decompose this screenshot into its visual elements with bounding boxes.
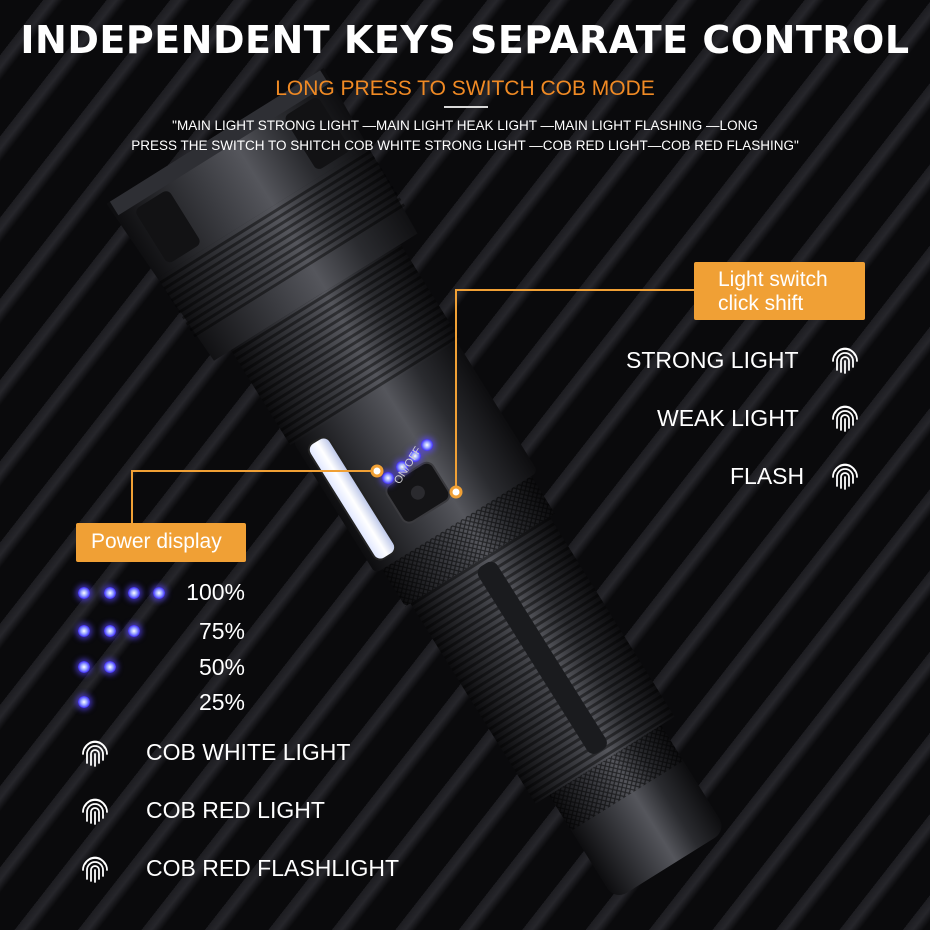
led-dot-icon (153, 587, 165, 599)
power-level-label: 75% (198, 618, 245, 644)
led-dot-icon (78, 696, 90, 708)
power-display-marker (370, 464, 384, 478)
led-dot-icon (78, 661, 90, 673)
mode-sequence-note: "MAIN LIGHT STRONG LIGHT —MAIN LIGHT HEA… (120, 116, 810, 156)
mode-strong-light: STRONG LIGHT (626, 347, 799, 373)
led-dot-icon (104, 587, 116, 599)
power-level-label: 100% (186, 579, 245, 605)
light-switch-callout-line-2: click shift (718, 292, 804, 315)
fingerprint-icon (832, 347, 858, 374)
fingerprint-icon (832, 463, 858, 490)
subheading-divider (444, 106, 488, 108)
light-switch-leader (455, 289, 694, 492)
flashlight-led-1 (382, 472, 394, 484)
led-dot-icon (128, 625, 140, 637)
fingerprint-icon (832, 405, 858, 432)
fingerprint-icon (82, 856, 108, 883)
fingerprint-icon (82, 798, 108, 825)
led-dot-icon (128, 587, 140, 599)
light-switch-callout-line-1: Light switch (718, 268, 828, 291)
cob-red-light: COB RED LIGHT (146, 797, 325, 823)
page-headline: INDEPENDENT KEYS SEPARATE CONTROL (20, 18, 910, 62)
cob-light-strip (307, 436, 397, 561)
led-dot-icon (104, 661, 116, 673)
led-dot-icon (104, 625, 116, 637)
light-switch-marker (449, 485, 463, 499)
led-dot-icon (78, 625, 90, 637)
light-switch-callout: Light switch click shift (694, 262, 865, 320)
power-display-callout: Power display (76, 523, 246, 562)
power-display-leader (131, 470, 375, 523)
mode-sequence-line-1: "MAIN LIGHT STRONG LIGHT —MAIN LIGHT HEA… (172, 118, 758, 133)
mode-flash: FLASH (730, 463, 805, 489)
led-dot-icon (78, 587, 90, 599)
flashlight-led-3 (409, 450, 421, 462)
cob-red-flashlight: COB RED FLASHLIGHT (146, 855, 400, 881)
page-subheading: LONG PRESS TO SWITCH COB MODE (275, 77, 655, 100)
cob-white-light: COB WHITE LIGHT (146, 739, 351, 765)
mode-weak-light: WEAK LIGHT (657, 405, 799, 431)
power-level-label: 25% (198, 689, 245, 715)
flashlight-led-4 (421, 439, 433, 451)
mode-sequence-line-2: PRESS THE SWITCH TO SHITCH COB WHITE STR… (131, 138, 799, 153)
fingerprint-icon (82, 740, 108, 767)
power-level-label: 50% (198, 654, 245, 680)
flashlight-led-2 (396, 461, 408, 473)
